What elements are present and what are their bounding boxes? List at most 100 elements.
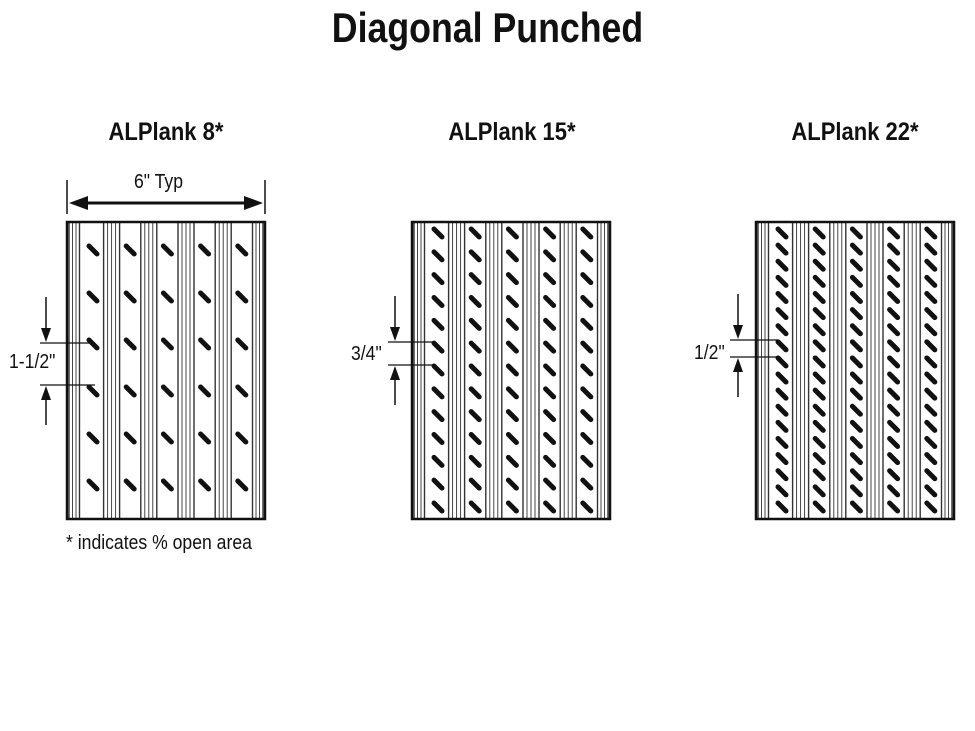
- diagonal-slot: [924, 484, 938, 498]
- diagonal-slot: [849, 468, 863, 482]
- diagonal-slot: [505, 272, 519, 286]
- diagonal-slot: [887, 419, 901, 433]
- diagonal-slot: [160, 337, 174, 351]
- diagonal-slot: [543, 432, 557, 445]
- diagonal-slot: [160, 290, 174, 304]
- diagonal-slot: [924, 290, 938, 304]
- diagonal-slot: [543, 340, 557, 354]
- diagonal-slot: [924, 274, 938, 288]
- diagonal-slot: [924, 371, 938, 385]
- diagonal-slot: [775, 371, 789, 385]
- diagonal-slot: [505, 340, 519, 354]
- footnote: * indicates % open area: [66, 532, 252, 554]
- diagonal-slot: [580, 272, 594, 286]
- diagonal-slot: [812, 452, 826, 466]
- rib-lines: [559, 222, 577, 519]
- diagonal-slot: [235, 243, 249, 257]
- diagonal-slot: [86, 290, 100, 304]
- diagonal-slot: [812, 403, 826, 417]
- diagonal-slot: [235, 337, 249, 351]
- diagonal-slot: [505, 249, 519, 263]
- diagonal-slot: [775, 436, 789, 450]
- panel-outline: [410, 220, 612, 521]
- diagonal-slot: [887, 387, 901, 401]
- diagonal-slot: [431, 432, 445, 445]
- diagonal-slot: [235, 384, 249, 398]
- diagonal-slot: [468, 272, 482, 286]
- spacing-dimension: [388, 296, 435, 405]
- diagonal-slot: [543, 386, 557, 400]
- diagonal-slot: [468, 295, 482, 308]
- diagonal-slot: [543, 409, 557, 423]
- diagonal-slot: [924, 323, 938, 337]
- diagonal-slot: [468, 432, 482, 445]
- diagonal-slot: [198, 431, 212, 445]
- panel-outline: [65, 220, 267, 521]
- rib-lines: [102, 222, 121, 519]
- diagonal-slot: [924, 403, 938, 417]
- diagonal-slot: [198, 384, 212, 398]
- diagonal-slot: [86, 431, 100, 445]
- panel-2: [410, 220, 612, 521]
- diagonal-slot: [431, 500, 445, 514]
- rib-lines: [940, 222, 953, 519]
- diagonal-slot: [235, 431, 249, 445]
- spacing-dimension: [730, 294, 778, 397]
- diagonal-slot: [849, 403, 863, 417]
- diagonal-slot: [775, 452, 789, 466]
- diagonal-slot: [775, 307, 789, 321]
- diagonal-slot: [887, 339, 901, 353]
- diagonal-slot: [775, 290, 789, 304]
- diagonal-slot: [468, 477, 482, 491]
- diagonal-slot: [849, 355, 863, 369]
- rib-lines: [413, 222, 426, 519]
- diagonal-slot: [887, 274, 901, 288]
- diagonal-slot: [431, 340, 445, 354]
- diagonal-slot: [887, 436, 901, 450]
- panel-1: [65, 220, 267, 521]
- diagonal-slot: [431, 317, 445, 331]
- diagonal-slot: [775, 500, 789, 514]
- diagonal-slot: [505, 409, 519, 423]
- diagonal-slot: [580, 454, 594, 468]
- diagonal-slot: [235, 478, 249, 492]
- diagonal-slot: [812, 468, 826, 482]
- diagonal-slot: [924, 387, 938, 401]
- rib-lines: [447, 222, 466, 519]
- diagonal-slot: [849, 307, 863, 321]
- diagonal-slot: [887, 371, 901, 385]
- diagonal-slot: [849, 419, 863, 433]
- diagonal-slot: [775, 419, 789, 433]
- diagonal-slot: [505, 295, 519, 308]
- diagonal-slot: [887, 242, 901, 256]
- rib-lines: [251, 222, 264, 519]
- diagonal-slot: [812, 419, 826, 433]
- diagonal-slot: [468, 500, 482, 514]
- diagonal-slot: [580, 386, 594, 400]
- rib-lines: [903, 222, 921, 519]
- diagonal-slot: [505, 386, 519, 400]
- diagonal-slot: [812, 242, 826, 256]
- spacing-label-alplank-15: 3/4": [351, 343, 382, 365]
- diagonal-slot: [775, 242, 789, 256]
- diagonal-slot: [849, 323, 863, 337]
- diagonal-slot: [887, 403, 901, 417]
- diagonal-slot: [849, 258, 863, 272]
- diagonal-slot: [887, 355, 901, 369]
- rib-lines: [214, 222, 232, 519]
- rib-lines: [522, 222, 540, 519]
- rib-lines: [757, 222, 770, 519]
- diagonal-slot: [468, 363, 482, 377]
- diagonal-slot: [849, 484, 863, 498]
- rib-lines: [829, 222, 847, 519]
- diagonal-slot: [887, 258, 901, 272]
- diagonal-slot: [849, 226, 863, 240]
- diagonal-slot: [580, 249, 594, 263]
- diagonal-slot: [580, 226, 594, 240]
- diagonal-slot: [198, 243, 212, 257]
- diagonal-slot: [468, 454, 482, 468]
- diagonal-slot: [775, 484, 789, 498]
- diagonal-slot: [849, 436, 863, 450]
- diagonal-slot: [580, 340, 594, 354]
- diagonal-slot: [812, 436, 826, 450]
